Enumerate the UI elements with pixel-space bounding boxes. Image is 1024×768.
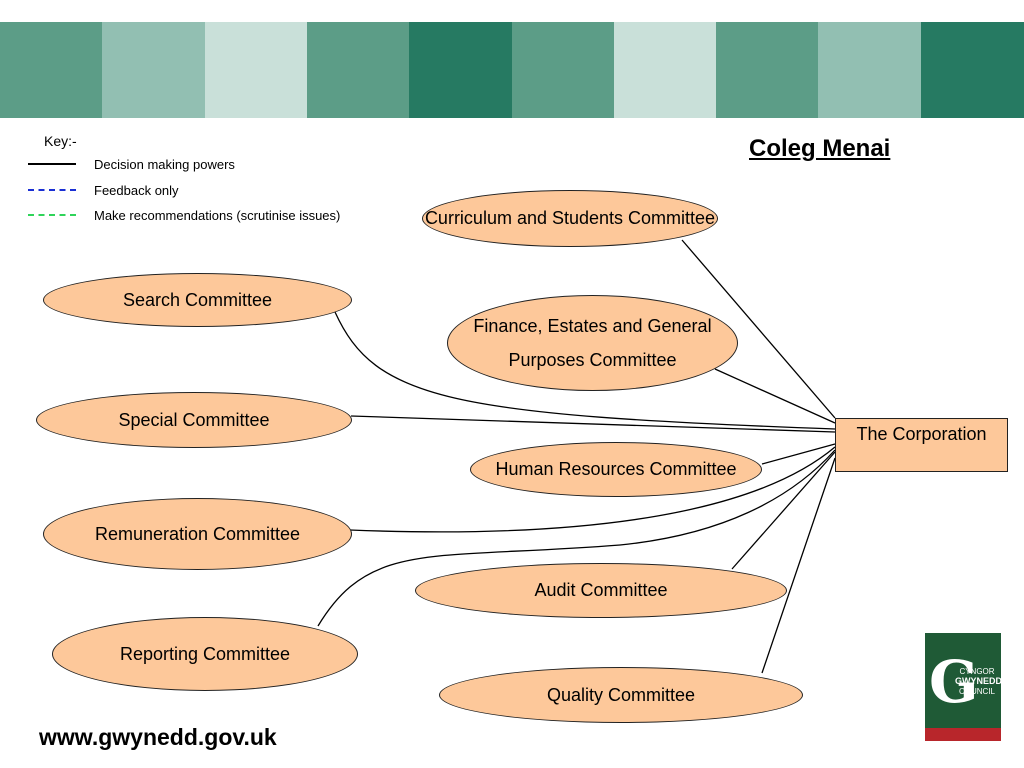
link-curriculum	[681, 239, 836, 419]
header-banner	[0, 22, 1024, 118]
key-item-feedback: Feedback only	[28, 181, 179, 199]
blue-dashed-line-icon	[28, 189, 76, 191]
node-label: Special Committee	[118, 409, 270, 430]
curriculum-committee-node: Curriculum and Students Committee	[422, 190, 718, 247]
banner-block	[614, 22, 716, 118]
node-label: Search Committee	[122, 289, 273, 310]
corporation-node: The Corporation	[835, 418, 1008, 472]
banner-block	[921, 22, 1024, 118]
key-item-recommendations: Make recommendations (scrutinise issues)	[28, 206, 340, 224]
remuneration-committee-node: Remuneration Committee	[43, 498, 352, 570]
green-dashed-line-icon	[28, 214, 76, 216]
link-finance	[714, 368, 836, 424]
gwynedd-council-logo: G CYNGOR GWYNEDD COUNCIL	[925, 633, 1002, 741]
key-label: Decision making powers	[94, 156, 235, 172]
banner-block	[818, 22, 921, 118]
banner-block	[512, 22, 614, 118]
key-title: Key:-	[44, 133, 77, 149]
link-quality	[761, 457, 836, 674]
link-search	[334, 311, 836, 430]
node-label: Curriculum and Students Committee	[424, 208, 716, 229]
website-url: www.gwynedd.gov.uk	[39, 724, 277, 750]
node-label-line2: Purposes Committee	[508, 350, 677, 370]
link-special	[350, 415, 836, 433]
node-label: Audit Committee	[534, 580, 668, 601]
special-committee-node: Special Committee	[36, 392, 352, 448]
hr-committee-node: Human Resources Committee	[470, 442, 762, 497]
banner-block	[716, 22, 818, 118]
node-label: Quality Committee	[546, 684, 696, 705]
link-reporting	[317, 449, 836, 627]
link-hr	[761, 443, 836, 465]
node-label: Remuneration Committee	[94, 523, 301, 544]
node-label: Reporting Committee	[119, 643, 291, 664]
audit-committee-node: Audit Committee	[415, 563, 787, 618]
logo-text-line2: GWYNEDD	[955, 676, 1002, 687]
banner-block	[0, 22, 102, 118]
banner-block	[205, 22, 307, 118]
link-remuneration	[349, 446, 836, 533]
node-label: Human Resources Committee	[495, 459, 737, 480]
key-label: Make recommendations (scrutinise issues)	[94, 207, 341, 223]
node-label-line1: Finance, Estates and General	[473, 315, 712, 336]
logo-text-line3: COUNCIL	[958, 686, 995, 696]
finance-committee-node: Finance, Estates and General Purposes Co…	[447, 295, 738, 391]
node-label: The Corporation	[856, 424, 987, 444]
logo-text-line1: CYNGOR	[959, 667, 995, 676]
reporting-committee-node: Reporting Committee	[52, 617, 358, 691]
key-label: Feedback only	[94, 182, 179, 198]
link-audit	[731, 451, 836, 570]
search-committee-node: Search Committee	[43, 273, 352, 327]
key-item-decision: Decision making powers	[28, 155, 235, 173]
banner-block	[102, 22, 205, 118]
page-title: Coleg Menai	[749, 135, 891, 162]
g-emblem-icon: G	[929, 648, 979, 716]
banner-block	[307, 22, 409, 118]
solid-line-icon	[28, 163, 76, 165]
quality-committee-node: Quality Committee	[439, 667, 803, 723]
banner-block	[409, 22, 512, 118]
